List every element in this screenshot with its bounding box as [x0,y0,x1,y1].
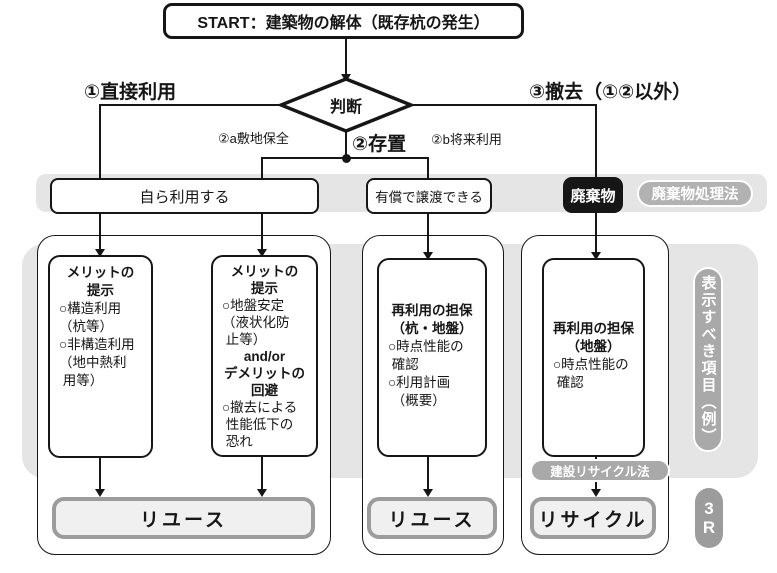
connector-merit2-reuse [261,457,263,490]
arrowhead-merit1 [95,249,105,257]
arrowhead-secure2 [591,252,601,260]
start-label: START：建築物の解体（既存杭の発生） [197,15,490,32]
merit1-box: メリットの 提示 ○構造利用 （杭等） ○非構造利用 （地中熱利 用等） [48,255,153,458]
decision-diamond [278,77,414,133]
use-self-box: 自ら利用する [50,178,319,214]
waste-box: 廃棄物 [563,177,623,213]
three-r-capsule: 3 R [695,488,723,548]
arrowhead-secure1 [423,252,433,260]
recycle-box: リサイクル [530,497,656,539]
arrowhead-reuse1-right [257,489,267,497]
waste-law-pill: 廃棄物処理法 [637,180,753,207]
branch3-label: ③撤去（①②以外） [529,82,692,103]
branch2-label: ②存置 [352,134,407,155]
arrowhead-reuse1-left [95,489,105,497]
connector-decision-junction [345,130,347,158]
merit2-box: メリットの 提示 ○地盤安定 （液状化防 止等） and/or デメリットの 回… [211,255,318,457]
secure1-box: 再利用の担保 （杭・地盤） ○時点性能の 確認 ○利用計画 （概要） [377,258,487,457]
branch2a-label: ②a敷地保全 [218,131,289,146]
display-items-capsule: 表示すべき項目（例） [693,267,723,452]
connector-merit1-reuse [99,458,101,490]
arrowhead-reuse2 [423,489,433,497]
decision-label: 判断 [329,99,362,116]
recycle-law-pill: 建設リサイクル法 [530,459,670,482]
branch2b-label: ②b将来利用 [431,132,502,147]
transfer-box: 有償で譲渡できる [366,178,492,214]
arrowhead-recycle [591,489,601,497]
connector-branch3-h [410,104,596,106]
reuse2-box: リユース [367,497,497,539]
connector-branch1-h [99,104,283,106]
arrowhead-merit2 [257,249,267,257]
connector-secure1-reuse [427,457,429,490]
reuse1-box: リユース [52,497,315,539]
branch1-label: ①直接利用 [84,82,177,103]
connector-branch1-v [99,104,101,249]
start-box: START：建築物の解体（既存杭の発生） [163,3,524,39]
connector-start-decision [345,33,347,74]
connector-branch2-h [261,157,429,159]
secure2-box: 再利用の担保 （地盤） ○時点性能の 確認 [542,258,645,457]
